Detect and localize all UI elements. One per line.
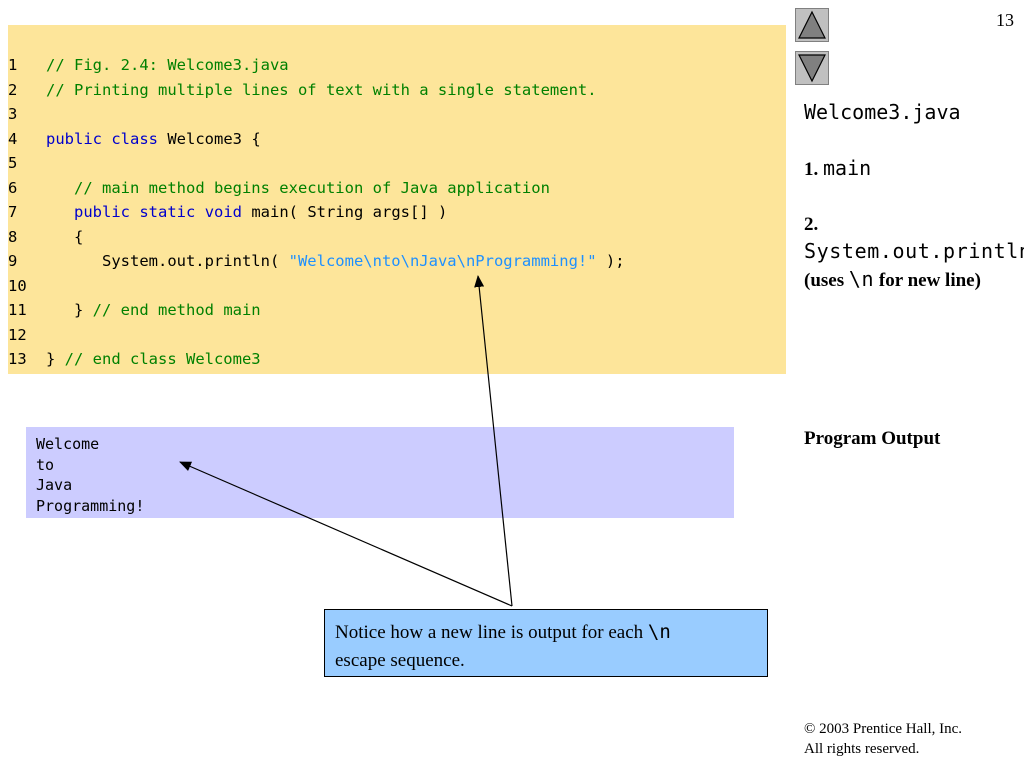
code-token: // main method begins execution of Java …	[74, 178, 550, 197]
line-number: 13	[8, 350, 27, 368]
callout-note: Notice how a new line is output for each…	[324, 609, 768, 677]
line-number: 4	[8, 129, 18, 148]
code-token: class	[111, 129, 159, 148]
code-token: // end class Welcome3	[64, 350, 261, 368]
output-line: Welcome	[36, 435, 100, 453]
output-line: Programming!	[36, 496, 145, 515]
line-number: 12	[8, 325, 27, 344]
sidebar-item-code-2: \n	[848, 267, 875, 291]
copyright-notice: © 2003 Prentice Hall, Inc. All rights res…	[804, 719, 962, 759]
line-number: 10	[8, 276, 27, 295]
callout-code: \n	[647, 621, 671, 643]
copyright-line-1: 2003 Prentice Hall, Inc.	[819, 721, 963, 737]
line-number: 5	[8, 154, 18, 172]
output-line: to	[36, 455, 55, 474]
code-token	[46, 179, 74, 197]
code-token: // end method main	[92, 301, 261, 319]
sidebar-item-code: System.out.println	[804, 239, 1024, 263]
code-token: "Welcome\nto\nJava\nProgramming!"	[288, 252, 597, 270]
callout-text-2: escape sequence.	[335, 650, 465, 671]
sidebar-item-number: 2.	[804, 214, 819, 235]
code-token	[130, 203, 139, 221]
code-token	[46, 203, 74, 221]
sidebar-program-output: Program Output	[804, 428, 941, 449]
code-text: public static void main( String args[] )	[46, 200, 447, 224]
line-number: 8	[8, 227, 18, 246]
sidebar-item-text: (uses	[804, 270, 849, 291]
code-text: // Fig. 2.4: Welcome3.java	[46, 53, 289, 77]
code-token: // Fig. 2.4: Welcome3.java	[46, 56, 289, 74]
code-token: public	[74, 203, 130, 221]
code-token: System.out.println(	[46, 252, 289, 270]
code-token: public	[46, 129, 102, 148]
code-token: }	[46, 301, 93, 319]
code-token: );	[596, 252, 625, 270]
code-token: void	[204, 203, 243, 221]
code-token: static	[139, 203, 196, 221]
triangle-down-icon	[798, 54, 826, 83]
sidebar-item-text-2: for new line)	[874, 270, 981, 291]
line-number: 6	[8, 178, 18, 197]
code-text: } // end class Welcome3	[46, 347, 261, 371]
code-token: }	[46, 350, 65, 368]
callout-text: Notice how a new line is output for each	[335, 622, 648, 643]
code-token	[102, 130, 111, 148]
code-token	[195, 203, 204, 221]
previous-slide-button[interactable]	[795, 8, 829, 42]
output-line: Java	[36, 476, 73, 494]
sidebar-item-number: 1.	[804, 159, 819, 180]
code-token: Welcome3 {	[158, 129, 261, 148]
code-listing: 1 // Fig. 2.4: Welcome3.java 2 // Printing …	[8, 25, 786, 374]
triangle-up-icon	[798, 10, 826, 39]
sidebar-item-println: 2. System.out.println (uses \n for new li…	[804, 212, 1024, 294]
copyright-symbol: ©	[804, 721, 816, 737]
sidebar-title: Welcome3.java	[804, 100, 961, 124]
page-number: 13	[996, 10, 1014, 30]
code-text: } // end method main	[46, 298, 261, 322]
copyright-line-2: All rights reserved.	[804, 741, 920, 757]
code-token: {	[46, 227, 84, 246]
line-number: 9	[8, 252, 18, 270]
line-number: 7	[8, 203, 18, 221]
code-text: // Printing multiple lines of text with …	[46, 78, 597, 102]
line-number: 2	[8, 80, 18, 99]
line-number: 3	[8, 105, 18, 123]
code-token: // Printing multiple lines of text with …	[46, 80, 597, 99]
sidebar-item-code: main	[823, 156, 872, 180]
code-token: main( String args[] )	[242, 203, 448, 221]
code-text: public class Welcome3 {	[46, 127, 261, 151]
sidebar-item-main: 1. main	[804, 156, 1016, 181]
code-text: {	[46, 225, 83, 249]
line-number: 11	[8, 301, 27, 319]
line-number: 1	[8, 56, 18, 74]
code-text: System.out.println( "Welcome\nto\nJava\n…	[46, 249, 625, 273]
next-slide-button[interactable]	[795, 51, 829, 85]
code-text: // main method begins execution of Java …	[46, 176, 550, 200]
